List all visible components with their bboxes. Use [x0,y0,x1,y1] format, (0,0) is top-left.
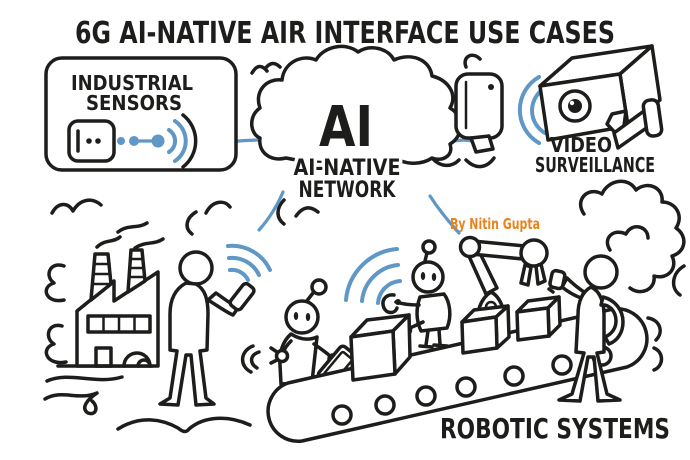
signal-dots [117,134,165,148]
ai-label: AI [319,95,373,160]
wifi-signal-icon-phone [226,243,272,282]
camera-mount-plate [641,98,664,138]
antenna-ball [310,278,328,296]
cargo-box-icon-1 [349,313,412,382]
factory-chimney [89,252,113,302]
cargo-box-icon-3 [515,295,562,342]
conveyor-belt-icon [266,306,649,444]
person-body [158,281,216,407]
author-credit: By Nitin Gupta [450,215,540,233]
ai-native-label-line1: AI-NATIVE [294,156,401,181]
smartphone-icon [228,281,256,312]
robot-legs [418,328,449,349]
antenna-ball [421,239,437,255]
belt-rollers [331,345,613,426]
cargo-box-icon-2 [460,304,511,355]
factory-door [94,346,113,368]
wall-transmitter-icon [454,72,504,154]
remote-device-icon [548,268,567,291]
arm-elbow-joint [458,235,482,259]
robot-head [284,299,320,335]
robot-worker-left [269,278,360,390]
person-with-phone [158,243,272,407]
industrial-sensors-card: INDUSTRIAL SENSORS [44,56,238,172]
wifi-signal-icon-robots [344,247,402,305]
robotic-systems-label: ROBOTIC SYSTEMS [440,412,670,445]
wifi-signal-icon [167,113,198,169]
link-cloud-to-phone [257,190,285,232]
factory-icon [56,221,165,368]
link-cloud-to-robots [428,194,461,235]
factory-chimney [126,248,147,294]
video-surveillance-label-line1: VIDEO [550,133,612,157]
person-head [178,250,214,286]
gripper-hand [274,348,290,364]
industrial-sensors-label-line2: SENSORS [86,91,182,115]
sensor-device-icon [67,119,116,163]
robot-torso [415,292,452,333]
person-head [583,254,619,290]
gripper-claw [381,293,399,315]
person-raised-arm [560,276,586,300]
ai-cloud-icon: AI [250,44,463,166]
robot-head [411,260,445,294]
video-surveillance-label-line2: SURVEILLANCE [535,153,655,177]
ai-native-label-line2: NETWORK [299,178,397,203]
person-supervisor [548,254,625,403]
doodle-squiggles [43,53,686,434]
gripper-finger [519,263,533,287]
industrial-sensors-label-line1: INDUSTRIAL [71,71,193,95]
gripper-finger [534,262,547,286]
cctv-camera-icon [538,44,664,150]
arm-wrist-joint [519,238,549,268]
person-arm [599,295,625,346]
smoke-squiggles [95,221,165,250]
